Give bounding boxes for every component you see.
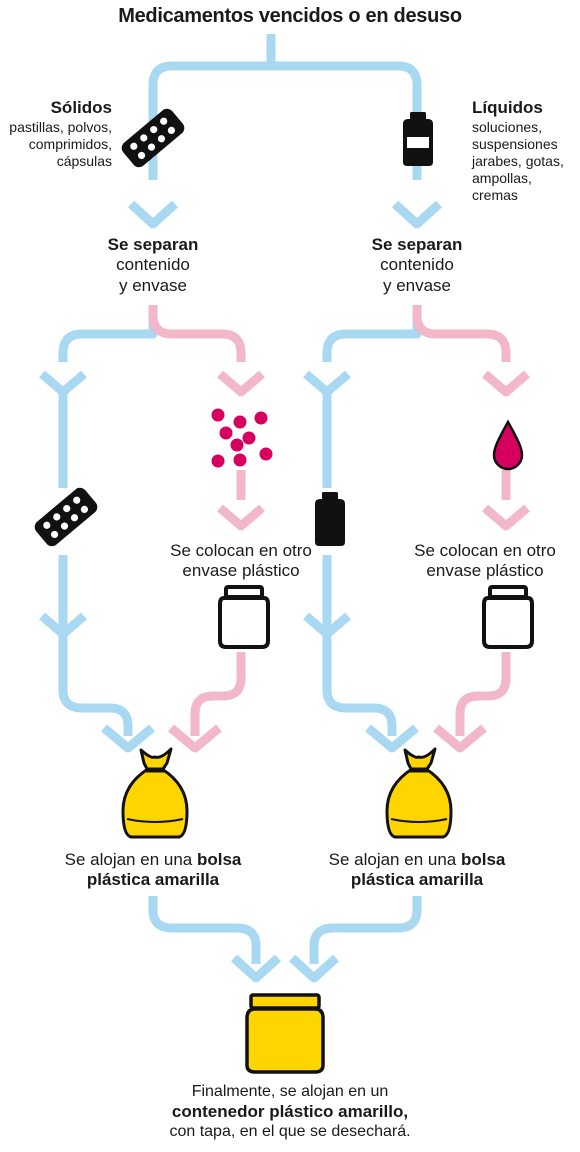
medicine-bottle-icon: [403, 112, 433, 166]
separate-step-liquids: Se separan contenido y envase: [347, 235, 487, 296]
liquids-heading: Líquidos: [472, 98, 543, 117]
final-step: Finalmente, se alojan en un contenedor p…: [0, 1083, 580, 1142]
arrow-l-pink-2: [217, 504, 265, 531]
top-split-line: [148, 34, 422, 180]
arrow-liquids-down: [391, 200, 443, 229]
bag-bold: bolsa: [196, 850, 242, 869]
bottom-right-merge: [309, 896, 422, 964]
left-pink-to-bag: [190, 652, 246, 736]
bag-prefix: Se alojan en una: [328, 850, 461, 869]
liquids-example: soluciones,: [472, 119, 543, 136]
solids-example: comprimidos,: [28, 136, 112, 153]
arrow-l-pink-1: [217, 370, 265, 397]
bag-bold: plástica amarilla: [350, 870, 484, 890]
arrow-r-pink-3: [433, 724, 487, 753]
bag-bold: bolsa: [460, 850, 506, 869]
arrow-r-blue-2: [303, 612, 351, 639]
bottom-left-merge: [148, 896, 261, 964]
solids-example: pastillas, polvos,: [9, 119, 112, 136]
solids-label: Sólidos pastillas, polvos, comprimidos, …: [2, 98, 112, 170]
blister-pack-icon: [34, 487, 98, 547]
right-pink-to-bag: [455, 652, 511, 736]
arrow-r-pink-1: [482, 370, 530, 397]
left-split-pink: [148, 305, 246, 362]
bag-prefix: Se alojan en una: [64, 850, 197, 869]
arrow-solids-down: [127, 200, 179, 229]
arrow-l-blue-2: [39, 612, 87, 639]
arrow-l-blue-1: [39, 370, 87, 397]
separate-heading: Se separan: [107, 235, 199, 254]
bag-step-solids: Se alojan en una bolsa plástica amarilla: [48, 850, 258, 891]
other-container-line: Se colocan en otro: [414, 541, 556, 560]
other-container-line: Se colocan en otro: [170, 541, 312, 560]
other-container-line: envase plástico: [426, 561, 544, 581]
bag-bold: plástica amarilla: [86, 870, 220, 890]
other-container-step-liquids: Se colocan en otro envase plástico: [390, 541, 580, 582]
arrow-r-pink-2: [482, 504, 530, 531]
final-line: Finalmente, se alojan en un: [191, 1083, 389, 1100]
right-split-blue: [322, 305, 422, 362]
separate-line: contenido: [116, 255, 190, 275]
final-line: con tapa, en el que se desechará.: [169, 1122, 411, 1140]
separate-step-solids: Se separan contenido y envase: [83, 235, 223, 296]
solids-heading: Sólidos: [50, 98, 112, 117]
arrow-r-blue-1: [303, 370, 351, 397]
final-bold: contenedor plástico amarillo,: [171, 1101, 409, 1121]
other-container-step-solids: Se colocan en otro envase plástico: [146, 541, 336, 582]
separate-line: y envase: [382, 275, 452, 295]
medicine-bottle-icon: [315, 492, 345, 546]
drop-icon: [492, 419, 524, 471]
bag-step-liquids: Se alojan en una bolsa plástica amarilla: [312, 850, 522, 891]
jar-icon: [482, 585, 534, 649]
yellow-container-icon: [245, 993, 325, 1074]
jar-icon: [218, 585, 270, 649]
liquids-example: suspensiones: [472, 136, 558, 153]
right-split-pink: [412, 305, 511, 362]
liquids-label: Líquidos soluciones, suspensiones jarabe…: [472, 98, 580, 203]
yellow-bag-icon: [121, 747, 189, 839]
left-split-blue: [58, 305, 158, 362]
arrow-r-blue-3: [365, 724, 419, 753]
arrow-l-pink-3: [168, 724, 222, 753]
other-container-line: envase plástico: [182, 561, 300, 581]
separate-line: y envase: [118, 275, 188, 295]
solids-example: cápsulas: [56, 152, 112, 169]
arrow-bottom-right: [288, 954, 340, 983]
diagram-title: Medicamentos vencidos o en desuso: [118, 5, 462, 27]
blister-pack-icon: [121, 108, 185, 168]
pills-icon: [211, 408, 273, 468]
arrow-bottom-left: [230, 954, 282, 983]
arrow-l-blue-3: [101, 724, 155, 753]
separate-line: contenido: [380, 255, 454, 275]
right-blue-column: [322, 392, 397, 736]
yellow-bag-icon: [385, 747, 453, 839]
liquids-example: ampollas, cremas: [472, 169, 532, 203]
liquids-example: jarabes, gotas,: [472, 152, 564, 169]
separate-heading: Se separan: [371, 235, 463, 254]
left-blue-column: [58, 392, 133, 736]
